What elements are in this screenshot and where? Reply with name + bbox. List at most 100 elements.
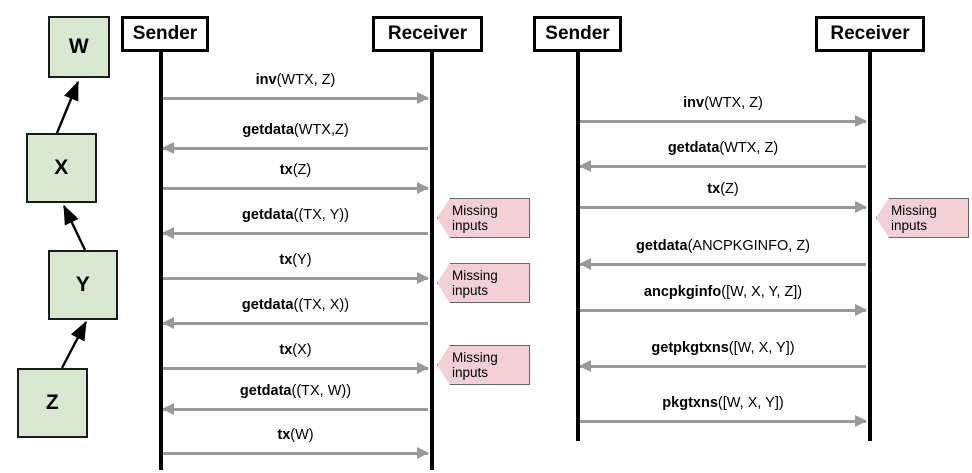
dag-node-label: X [54,156,69,179]
message-label-getdata: getdata((TX, W)) [163,383,428,399]
message-name: pkgtxns [662,395,718,411]
dag-node-label: Z [45,391,60,414]
message-args: (Z) [292,162,312,178]
message-name: getdata [635,238,688,254]
message-args: (X) [292,342,312,358]
message-label-getdata: getdata(WTX, Z) [580,140,866,156]
message-args: ([W, X, Y, Z]) [721,284,803,300]
message-name: tx [279,252,293,268]
dag-node-label: W [68,35,90,58]
dag-node-x: X [26,133,97,203]
message-label-tx: tx(Z) [163,162,428,178]
message-label-inv: inv(WTX, Z) [163,72,428,88]
message-arrow [579,258,866,270]
message-arrow [580,201,867,213]
actor-label: Sender [545,23,610,44]
message-arrow [162,317,428,329]
message-name: getdata [242,207,294,223]
dag-node-z: Z [17,368,88,438]
message-args: (ANCPKGINFO, Z) [687,238,811,254]
callout-line-2: inputs [452,218,489,234]
dag-node-label: Y [75,273,91,296]
message-arrow [162,142,428,154]
message-arrow [579,360,866,372]
lifeline-receiver-right [868,50,872,441]
message-arrow [163,362,429,374]
message-label-getdata: getdata(WTX,Z) [163,122,428,138]
actor-head-receiver-right[interactable]: Receiver [815,16,925,52]
message-arrow [162,403,428,415]
message-args: ([W, X, Y]) [728,340,795,356]
dag-edge-z-to-y [60,320,88,369]
message-name: inv [255,72,277,88]
callout-line-2: inputs [452,283,489,299]
message-name: getpkgtxns [651,340,729,356]
message-args: ([W, X, Y]) [717,395,784,411]
actor-head-sender-right[interactable]: Sender [533,16,622,52]
message-arrow [163,447,429,459]
callout-line-1: Missing [452,350,498,365]
callout-missing-inputs: Missing inputs [437,345,530,385]
actor-head-receiver-left[interactable]: Receiver [372,16,483,52]
message-arrow [580,115,867,127]
callout-line-2: inputs [891,218,928,234]
actor-label: Receiver [830,23,910,44]
actor-label: Sender [132,23,198,44]
message-label-getdata-ancpkginfo: getdata(ANCPKGINFO, Z) [580,238,866,254]
message-label-ancpkginfo: ancpkginfo([W, X, Y, Z]) [580,284,866,300]
dag-node-y: Y [48,250,118,320]
lifeline-receiver-left [430,50,434,470]
dag-edge-x-to-w [55,80,80,134]
message-args: (WTX, Z) [276,72,336,88]
message-args: (W) [290,427,314,443]
message-name: tx [707,181,721,197]
message-arrow [162,227,428,239]
message-label-getpkgtxns: getpkgtxns([W, X, Y]) [580,340,866,356]
lifeline-sender-left [159,50,163,470]
callout-missing-inputs: Missing inputs [437,263,530,303]
message-name: getdata [242,122,294,138]
message-args: ((TX, Y)) [293,207,349,223]
message-name: tx [277,427,291,443]
message-name: getdata [241,297,294,313]
message-name: getdata [239,383,292,399]
message-name: tx [279,342,293,358]
message-label-tx: tx(Y) [163,252,428,268]
callout-missing-inputs: Missing inputs [876,198,969,238]
callout-line-1: Missing [452,203,498,218]
dag-edge-y-to-x [62,204,87,251]
message-name: ancpkginfo [643,284,722,300]
message-args: (Y) [292,252,312,268]
callout-line-1: Missing [891,203,937,218]
message-label-getdata: getdata((TX, Y)) [163,207,428,223]
message-arrow [580,304,867,316]
dag-node-w: W [48,16,110,78]
message-arrow [163,272,429,284]
message-args: (Z) [720,181,739,197]
message-label-inv: inv(WTX, Z) [580,95,866,111]
actor-label: Receiver [387,23,468,44]
lifeline-sender-right [576,50,580,441]
message-args: ((TX, W)) [291,383,352,399]
callout-missing-inputs: Missing inputs [437,198,530,238]
message-name: tx [279,162,293,178]
message-label-tx: tx(Z) [580,181,866,197]
dag-edge-layer [55,80,88,369]
message-label-tx: tx(X) [163,342,428,358]
message-name: getdata [667,140,720,156]
message-args: (WTX, Z) [704,95,763,111]
callout-line-2: inputs [452,365,489,381]
callout-line-1: Missing [452,268,498,283]
message-arrow [580,415,867,427]
actor-head-sender-left[interactable]: Sender [121,16,209,52]
message-arrow [163,92,429,104]
message-name: inv [683,95,705,111]
message-args: (WTX,Z) [293,122,349,138]
message-args: (WTX, Z) [719,140,779,156]
message-label-tx: tx(W) [163,427,428,443]
message-args: ((TX, X)) [293,297,350,313]
message-label-getdata: getdata((TX, X)) [163,297,428,313]
message-arrow [163,182,429,194]
message-label-pkgtxns: pkgtxns([W, X, Y]) [580,395,866,411]
